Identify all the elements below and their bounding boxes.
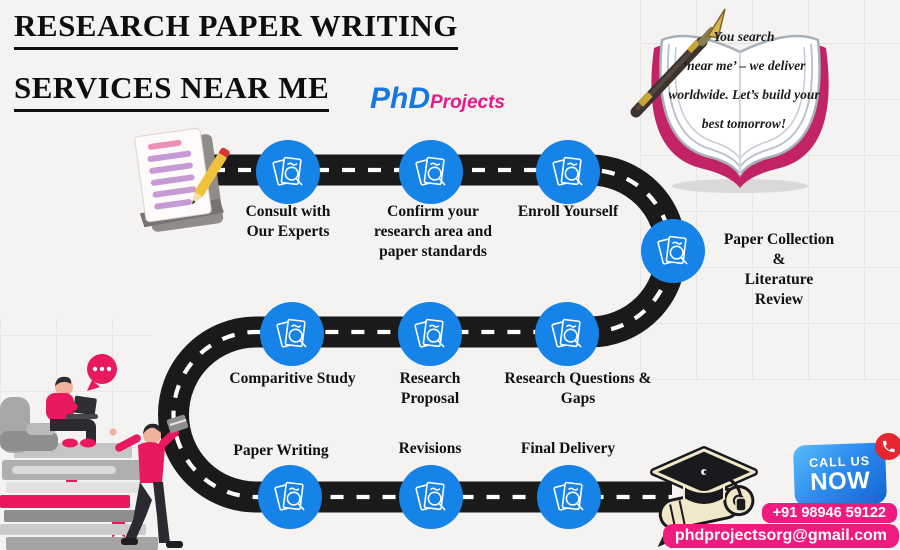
- document-search-icon: [551, 318, 582, 348]
- document-search-icon: [274, 481, 305, 511]
- page-title: RESEARCH PAPER WRITING SERVICES NEAR ME: [14, 8, 458, 132]
- step-label: Paper Writing: [233, 442, 329, 459]
- step-circle: [258, 465, 322, 529]
- open-book-illustration: [630, 8, 829, 193]
- step-label: Paper Collection & Literature Review: [723, 231, 835, 308]
- document-search-icon: [553, 481, 584, 511]
- document-search-icon: [415, 481, 446, 511]
- document-search-icon: [414, 318, 445, 348]
- document-search-icon: [657, 235, 688, 265]
- step-circle: [399, 140, 463, 204]
- step-label: Research Proposal: [399, 370, 461, 407]
- phone-number-badge[interactable]: +91 98946 59122: [761, 503, 897, 523]
- document-search-icon: [272, 156, 303, 186]
- document-search-icon: [276, 318, 307, 348]
- step-circle: [256, 140, 320, 204]
- logo-projects: Projects: [430, 92, 505, 113]
- logo-phd: PhD: [370, 82, 430, 115]
- book-quote: You search ‘near me’ – we deliver worldw…: [668, 29, 820, 131]
- document-search-icon: [552, 156, 583, 186]
- phone-icon[interactable]: [875, 433, 900, 460]
- email-badge[interactable]: phdprojectsorg@gmail.com: [662, 524, 899, 548]
- step-circle: [537, 465, 601, 529]
- step-circle: [260, 302, 324, 366]
- step-label: Comparitive Study: [229, 370, 356, 387]
- step-circle: [536, 140, 600, 204]
- step-circle: [399, 465, 463, 529]
- step-label: Final Delivery: [520, 440, 616, 457]
- step-circle: [398, 302, 462, 366]
- call-us-now-button[interactable]: CALL US NOW: [792, 442, 888, 507]
- step-circle: [641, 219, 705, 283]
- step-label: Consult with Our Experts: [245, 203, 331, 240]
- step-label: Revisions: [398, 440, 462, 457]
- step-label: Enroll Yourself: [517, 203, 619, 220]
- step-label: Research Questions & Gaps: [504, 370, 652, 407]
- document-search-icon: [415, 156, 446, 186]
- fountain-pen-icon: [630, 8, 726, 118]
- now-label: NOW: [809, 466, 871, 496]
- step-circle: [535, 302, 599, 366]
- step-label: Confirm your research area and paper sta…: [374, 203, 492, 260]
- notepad-pencil-icon: [134, 127, 230, 232]
- typing-speech-bubble-icon: [87, 354, 117, 391]
- title-line-2: SERVICES NEAR ME: [14, 70, 330, 112]
- students-books-illustration: [0, 354, 189, 550]
- phdprojects-logo: PhDProjects: [370, 82, 505, 116]
- title-line-1: RESEARCH PAPER WRITING: [14, 8, 458, 50]
